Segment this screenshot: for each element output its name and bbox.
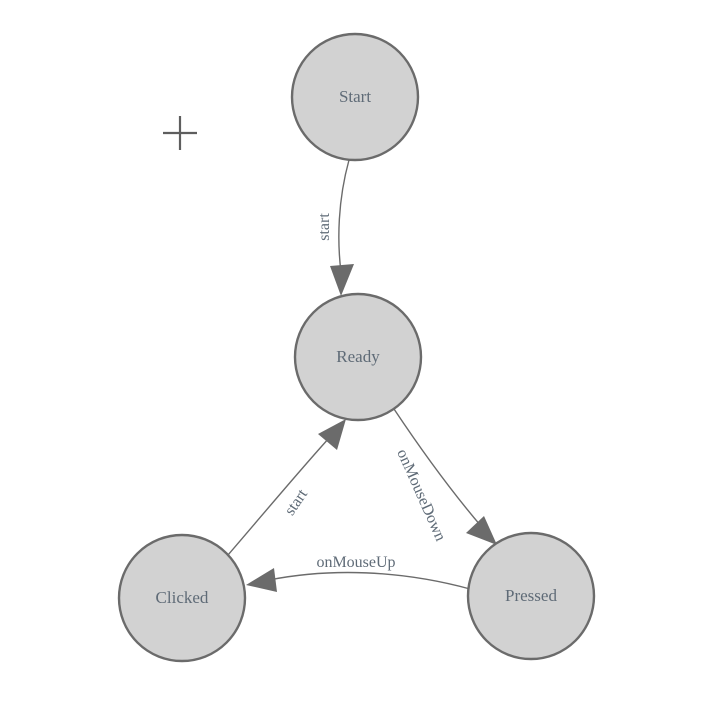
edge-clicked-to-ready-path bbox=[227, 436, 331, 556]
node-clicked-label: Clicked bbox=[156, 588, 209, 607]
edge-ready-to-pressed[interactable] bbox=[393, 408, 497, 545]
node-start[interactable]: Start bbox=[290, 32, 420, 162]
node-pressed[interactable]: Pressed bbox=[466, 531, 596, 661]
node-pressed-circle bbox=[466, 531, 596, 661]
node-ready[interactable]: Ready bbox=[293, 292, 423, 422]
edge-label-on-mouse-down: onMouseDown bbox=[393, 447, 449, 544]
edge-ready-to-pressed-path bbox=[393, 408, 482, 527]
edge-pressed-to-clicked-path bbox=[268, 571, 471, 590]
node-ready-circle bbox=[293, 292, 423, 422]
edge-ready-to-pressed-arrowhead bbox=[466, 516, 497, 545]
crosshair-marker[interactable] bbox=[163, 116, 197, 150]
edge-pressed-to-clicked-arrowhead bbox=[246, 568, 277, 592]
node-clicked-circle bbox=[117, 533, 247, 663]
edge-label-clicked-to-ready: start bbox=[282, 486, 312, 519]
edge-pressed-to-clicked[interactable] bbox=[246, 568, 471, 592]
edge-start-to-ready[interactable] bbox=[330, 159, 354, 296]
edge-start-to-ready-arrowhead bbox=[330, 264, 354, 296]
edge-clicked-to-ready[interactable] bbox=[227, 419, 346, 556]
edge-clicked-to-ready-arrowhead bbox=[318, 419, 346, 450]
node-start-circle bbox=[290, 32, 420, 162]
edge-label-on-mouse-up: onMouseUp bbox=[316, 554, 395, 571]
node-pressed-label: Pressed bbox=[505, 586, 557, 605]
node-start-label: Start bbox=[339, 87, 371, 106]
edge-label-start-to-ready: start bbox=[316, 213, 333, 241]
node-ready-label: Ready bbox=[336, 347, 380, 366]
node-clicked[interactable]: Clicked bbox=[117, 533, 247, 663]
edge-start-to-ready-path bbox=[338, 159, 350, 273]
